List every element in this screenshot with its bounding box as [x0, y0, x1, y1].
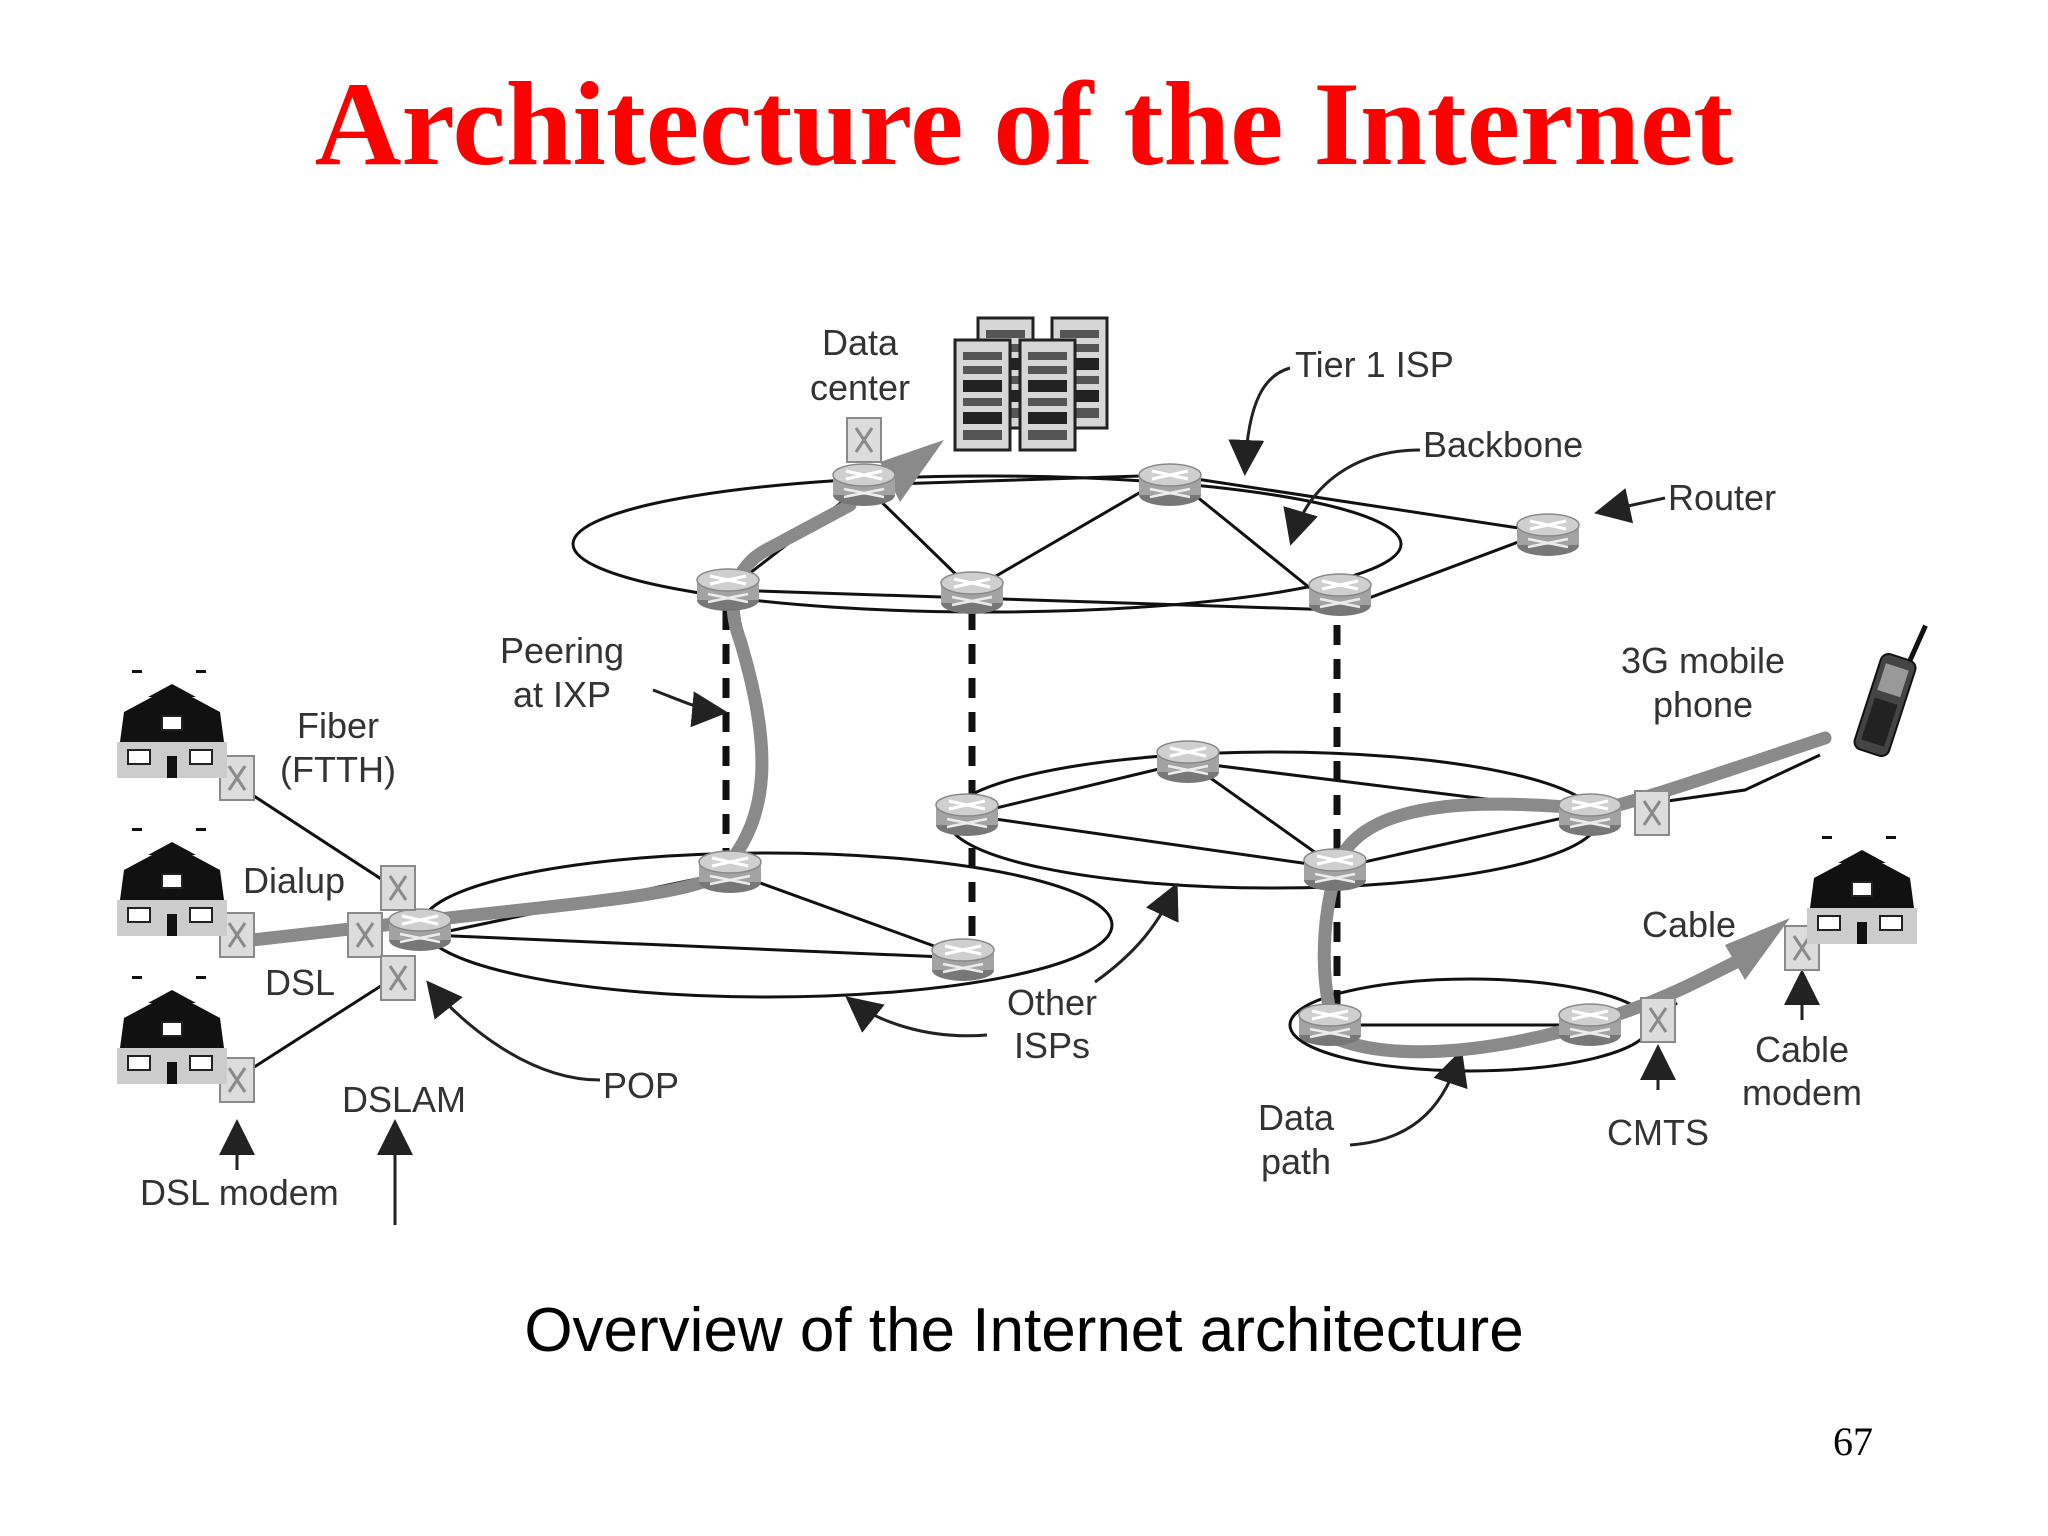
- router-icon: [831, 462, 897, 508]
- router-icon: [695, 567, 761, 613]
- label-fiber-2: (FTTH): [280, 749, 396, 790]
- house-icon: [116, 975, 228, 1085]
- router-icon: [1302, 847, 1368, 893]
- house-icon: [116, 669, 228, 779]
- label-fiber-1: Fiber: [297, 705, 379, 746]
- modem-icon: [379, 864, 417, 912]
- router-icon: [387, 907, 453, 953]
- label-peering-1: Peering: [500, 630, 624, 671]
- modem-icon: [379, 954, 417, 1002]
- label-dsl-modem: DSL modem: [140, 1172, 339, 1213]
- label-dialup: Dialup: [243, 860, 345, 901]
- annotation-arrows: [219, 366, 1820, 1225]
- label-dsl: DSL: [265, 962, 335, 1003]
- router-icon: [934, 792, 1000, 838]
- router-icon: [939, 570, 1005, 616]
- house-icon: [116, 827, 228, 937]
- router-icon: [1155, 739, 1221, 785]
- router-icon: [1137, 462, 1203, 508]
- peering-links: [722, 610, 1341, 1010]
- mobile-phone-icon: [1853, 624, 1928, 758]
- server-icon: [953, 316, 1109, 452]
- label-backbone: Backbone: [1423, 424, 1583, 465]
- router-icon: [930, 937, 996, 983]
- label-data-center-1: Data: [822, 322, 899, 363]
- house-icon: [1806, 835, 1918, 945]
- router-icon: [697, 849, 763, 895]
- diagram-labels: Data center Tier 1 ISP Backbone Router P…: [140, 322, 1862, 1213]
- label-other-isps-2: ISPs: [1014, 1025, 1090, 1066]
- label-tier1-isp: Tier 1 ISP: [1295, 344, 1454, 385]
- modem-icon: [1639, 996, 1677, 1044]
- page-number: 67: [1833, 1419, 1873, 1464]
- label-router: Router: [1668, 477, 1776, 518]
- router-icon: [1297, 1002, 1363, 1048]
- router-icon: [1515, 512, 1581, 558]
- label-cable-modem-2: modem: [1742, 1072, 1862, 1113]
- label-cable-modem-1: Cable: [1755, 1029, 1849, 1070]
- label-cable: Cable: [1642, 904, 1736, 945]
- slide-caption: Overview of the Internet architecture: [524, 1296, 1524, 1365]
- router-icon: [1557, 1002, 1623, 1048]
- label-other-isps-1: Other: [1007, 982, 1097, 1023]
- data-path-arrowhead: [880, 440, 944, 502]
- data-path-cable-arrowhead: [1725, 918, 1790, 980]
- label-peering-2: at IXP: [513, 674, 611, 715]
- label-data-path-1: Data: [1258, 1097, 1335, 1138]
- label-dslam: DSLAM: [342, 1079, 466, 1120]
- modem-icon: [1633, 789, 1671, 837]
- router-icon: [1557, 792, 1623, 838]
- slide-title: Architecture of the Internet: [314, 57, 1734, 190]
- modem-icon: [845, 416, 883, 464]
- label-data-center-2: center: [810, 367, 910, 408]
- label-cmts: CMTS: [1607, 1112, 1709, 1153]
- label-pop: POP: [603, 1065, 679, 1106]
- regional-isp-ring: [420, 851, 1114, 999]
- label-data-path-2: path: [1261, 1141, 1331, 1182]
- router-icon: [1307, 572, 1373, 618]
- label-mobile-2: phone: [1653, 684, 1753, 725]
- label-mobile-1: 3G mobile: [1621, 640, 1785, 681]
- modem-icon: [346, 911, 384, 959]
